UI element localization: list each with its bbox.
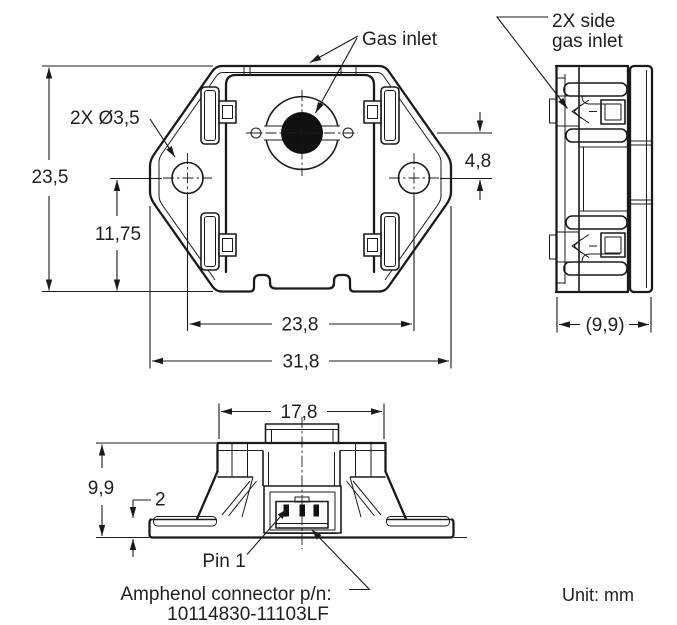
callout-connector-pn: Amphenol connector p/n: 10114830-11103LF (120, 529, 371, 625)
bottom-notch (244, 273, 356, 293)
dim-hole-spacing-text: 23,8 (282, 315, 319, 336)
dim-hole-to-base-text: 11,75 (95, 224, 141, 245)
mounting-hole-right (389, 153, 439, 203)
screw-right (342, 127, 354, 139)
callout-side-gas-inlet: 2X side gas inlet (495, 11, 623, 109)
dim-top-width-text: 17,8 (281, 402, 318, 423)
pin1-label: Pin 1 (202, 551, 245, 572)
screw-left (250, 127, 262, 139)
dim-overall-width: 31,8 (149, 206, 452, 373)
connector-pn-label-line1: Amphenol connector p/n: (120, 584, 331, 605)
side-gas-inlet-top (571, 99, 597, 124)
flange-plate-outline (148, 64, 453, 293)
dim-depth: (9,9) (556, 297, 652, 336)
dim-flange-thickness: 2 (129, 490, 166, 557)
top-edge-marks (243, 67, 357, 75)
dim-top-width: 17,8 (218, 402, 385, 439)
dim-inlet-to-hole: 4,8 (437, 112, 492, 200)
callout-pin1: Pin 1 (202, 508, 288, 572)
callout-mounting-holes: 2X Ø3,5 (70, 108, 176, 158)
flange-plate-inner-line (158, 72, 442, 281)
dim-overall-height: 23,5 (32, 65, 213, 293)
dim-depth-text: (9,9) (585, 315, 624, 336)
side-view (549, 64, 654, 294)
mounting-holes-label: 2X Ø3,5 (70, 108, 140, 129)
sensor-body-outline (224, 73, 376, 274)
side-gas-inlet-bottom (571, 234, 597, 258)
side-gas-inlet-label-line1: 2X side (552, 11, 615, 32)
clip-bottom-left (200, 212, 237, 271)
clip-top-right (363, 86, 400, 145)
gas-inlet-label: Gas inlet (362, 29, 438, 50)
dim-overall-height-text: 23,5 (32, 167, 69, 188)
dim-overall-width-text: 31,8 (283, 352, 320, 373)
front-view (148, 64, 453, 293)
base-flange (148, 518, 455, 539)
amphenol-connector (263, 485, 342, 534)
dim-body-height-text: 9,9 (88, 478, 114, 499)
connector-pn-label-line2: 10114830-11103LF (167, 604, 329, 625)
clip-top-left (200, 86, 237, 145)
gas-inlet-port (246, 90, 358, 176)
side-gas-inlet-label-line2: gas inlet (552, 31, 623, 52)
dim-body-height: 9,9 (88, 442, 467, 539)
dim-hole-spacing: 23,8 (186, 196, 415, 336)
dim-inlet-to-hole-text: 4,8 (465, 151, 491, 172)
side-flange-edge (628, 64, 654, 294)
dim-flange-thickness-text: 2 (155, 490, 166, 511)
callout-gas-inlet: Gas inlet (309, 29, 438, 114)
dim-hole-to-base: 11,75 (95, 177, 162, 291)
connector-pin-3 (313, 504, 319, 517)
mounting-hole-left (163, 153, 212, 203)
unit-note: Unit: mm (562, 585, 634, 605)
clip-bottom-right (363, 212, 400, 271)
bottom-view (148, 417, 455, 549)
